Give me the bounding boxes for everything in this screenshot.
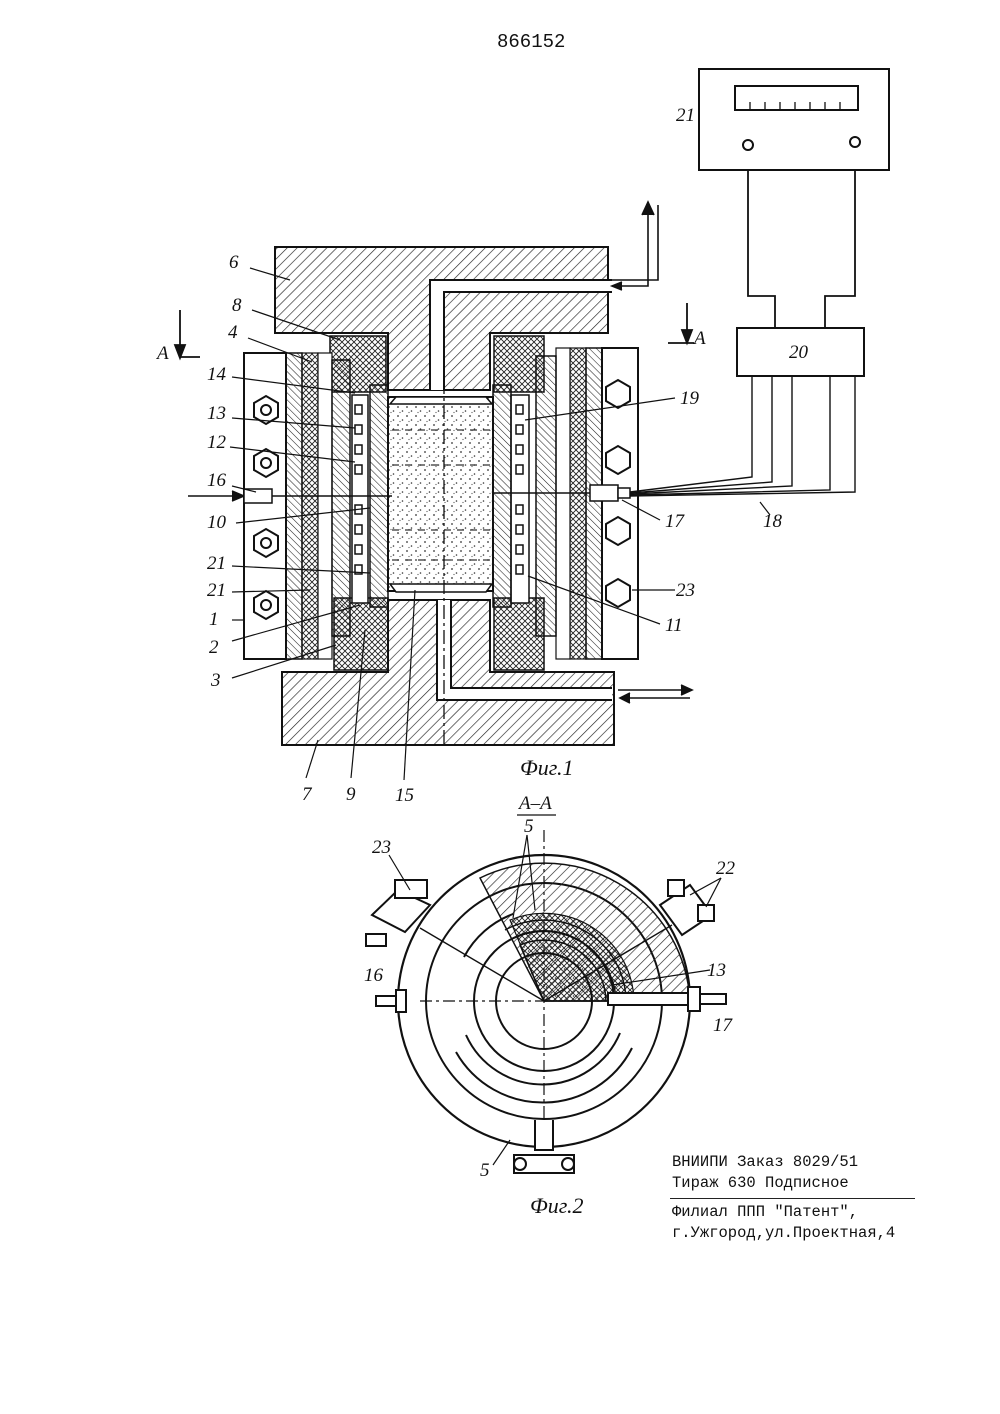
sample [388, 397, 493, 591]
heater-right [511, 395, 529, 603]
section-letter-right: А [692, 328, 706, 349]
fig1-label-12: 12 [207, 432, 227, 453]
fig1-label-8: 8 [232, 295, 242, 316]
fig2-label-22: 22 [716, 858, 736, 879]
fig2-label-5a: 5 [524, 816, 534, 837]
fig2-label-13: 13 [707, 960, 726, 981]
colophon-line-3: Филиал ППП "Патент", [672, 1202, 922, 1223]
fig1-label-21c: 21 [676, 105, 695, 126]
fig1-label-20: 20 [789, 342, 809, 363]
body-left [244, 353, 286, 659]
fig1-caption: Фиг.1 [520, 755, 574, 780]
fig1-label-11: 11 [665, 615, 683, 636]
fig1-drawing: А А 6 8 4 1 [155, 69, 889, 806]
fig2-label-16: 16 [364, 965, 384, 986]
body-right [602, 348, 638, 659]
fig2-label-23: 23 [372, 837, 391, 858]
patent-number: 866152 [497, 31, 565, 53]
fig1-label-3: 3 [210, 670, 221, 691]
section-mark-right [668, 303, 694, 343]
fig1-label-14: 14 [207, 364, 227, 385]
fig1-label-23: 23 [676, 580, 695, 601]
fig1-label-10: 10 [207, 512, 227, 533]
fig1-label-1: 1 [209, 609, 219, 630]
fig1-label-7: 7 [302, 784, 313, 805]
cable-18 [630, 376, 855, 496]
colophon-line-2: Тираж 630 Подписное [672, 1173, 922, 1194]
colophon: ВНИИПИ Заказ 8029/51 Тираж 630 Подписное… [672, 1152, 922, 1244]
fig1-label-19: 19 [680, 388, 700, 409]
fig2-probe-16 [376, 990, 406, 1012]
fig2-label-17: 17 [713, 1015, 734, 1036]
section-mark-left [175, 310, 200, 358]
fig1-label-18: 18 [763, 511, 783, 532]
fig2-label-5b: 5 [480, 1160, 490, 1181]
colophon-rule [670, 1198, 915, 1199]
fig1-label-9: 9 [346, 784, 356, 805]
meter-21 [699, 69, 889, 170]
fig1-label-21b: 21 [207, 580, 226, 601]
fig2-caption: Фиг.2 [530, 1193, 584, 1218]
fig2-section-title: А–А [517, 793, 552, 814]
colophon-line-1: ВНИИПИ Заказ 8029/51 [672, 1152, 922, 1173]
fig1-label-15: 15 [395, 785, 414, 806]
section-letter-left: А [155, 343, 169, 364]
fig1-label-2: 2 [209, 637, 219, 658]
fig1-label-17: 17 [665, 511, 686, 532]
fig1-label-6: 6 [229, 252, 239, 273]
colophon-line-4: г.Ужгород,ул.Проектная,4 [672, 1223, 922, 1244]
fig1-label-16: 16 [207, 470, 227, 491]
fig1-label-13: 13 [207, 403, 226, 424]
fig1-label-21a: 21 [207, 553, 226, 574]
fig1-label-4: 4 [228, 322, 238, 343]
